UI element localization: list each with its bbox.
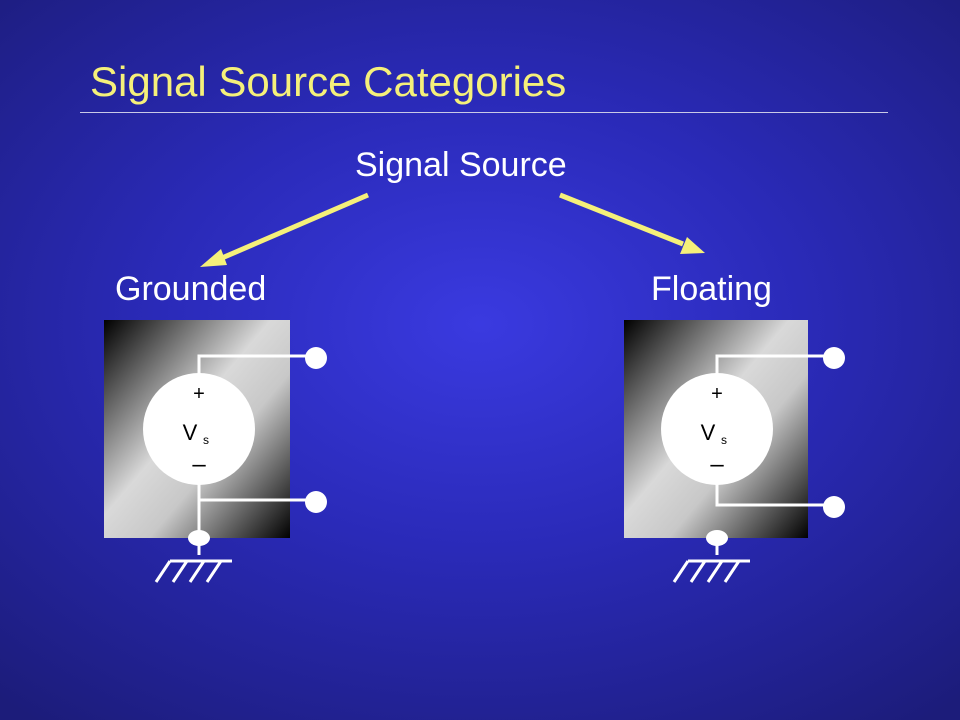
grounded-terminal-bottom [305, 491, 327, 513]
floating-terminal-top [823, 347, 845, 369]
grounded-plus-sign: + [193, 383, 205, 405]
grounded-earth-node [188, 530, 210, 546]
floating-label: Floating [651, 270, 772, 308]
grounded-label: Grounded [115, 270, 267, 308]
floating-earth-symbol-icon [672, 559, 750, 583]
grounded-v-subscript: s [203, 433, 209, 447]
floating-terminal-bottom [823, 496, 845, 518]
title-underline [80, 112, 888, 113]
grounded-terminal-top [305, 347, 327, 369]
floating-voltage-source [661, 373, 773, 485]
floating-v-symbol: V [701, 420, 716, 445]
grounded-earth-symbol-icon [154, 559, 232, 583]
grounded-minus-sign: – [192, 451, 206, 478]
grounded-voltage-source [143, 373, 255, 485]
floating-plus-sign: + [711, 383, 723, 405]
arrow-to-grounded [200, 192, 369, 267]
floating-minus-sign: – [710, 451, 724, 478]
grounded-v-symbol: V [183, 420, 198, 445]
arrow-to-floating [559, 192, 705, 254]
signal-source-label: Signal Source [355, 146, 567, 184]
floating-earth-node [706, 530, 728, 546]
floating-source-diagram: + V s – [624, 320, 845, 583]
floating-v-subscript: s [721, 433, 727, 447]
slide-title: Signal Source Categories [90, 58, 567, 105]
grounded-source-diagram: + V s – [104, 320, 327, 583]
